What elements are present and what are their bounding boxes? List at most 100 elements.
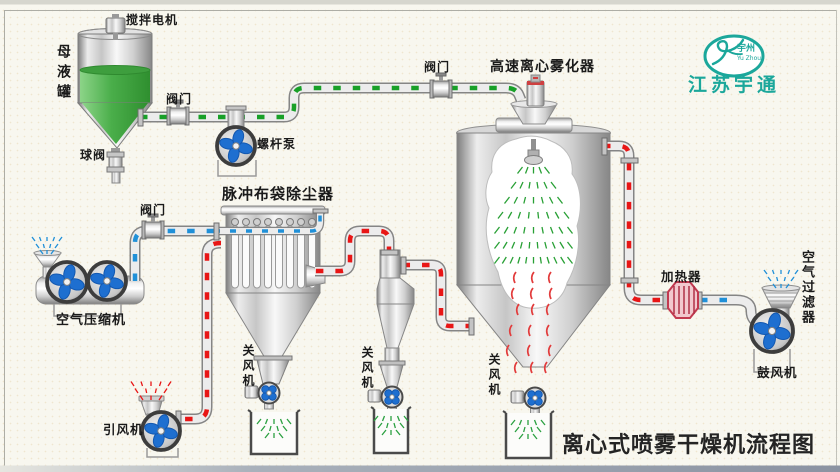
bag-cap <box>231 218 239 226</box>
dried-particle-streak <box>545 324 550 337</box>
bag-cap <box>242 218 250 226</box>
droplet-spray <box>540 196 544 204</box>
air-intake-spray <box>772 283 777 289</box>
pipe-valves <box>141 72 453 240</box>
powder-spray <box>536 426 542 433</box>
droplet-spray <box>543 181 548 189</box>
filter-bag <box>286 225 294 289</box>
stir-shaft <box>113 33 118 40</box>
atomizer-motor-tip <box>533 77 538 79</box>
stir-motor-body <box>105 17 126 34</box>
exhaust-spray <box>140 381 144 387</box>
dried-particle-streak <box>547 271 552 284</box>
rotary-valve <box>367 385 404 414</box>
dried-particle-streak <box>513 361 518 374</box>
droplet-spray <box>559 241 565 249</box>
powder-spray <box>530 426 533 433</box>
rv-hub <box>266 390 272 396</box>
air-intake-spray <box>790 276 795 282</box>
droplet-spray <box>537 211 540 219</box>
air-intake-spray <box>49 243 52 249</box>
droplet-spray <box>519 181 524 189</box>
fan-hub <box>103 277 111 285</box>
cyclone-hopper-flange <box>378 360 406 366</box>
air-intake-spray <box>58 236 63 242</box>
stir-motor-label: 搅拌电机 <box>126 13 179 27</box>
flange <box>468 317 475 336</box>
filter-bag <box>253 225 261 289</box>
bin-rim <box>502 410 507 414</box>
droplet-spray <box>503 226 509 234</box>
powder-spray <box>286 418 292 425</box>
exhaust-pipe-flow-dashes <box>178 240 222 422</box>
dried-particle-streak <box>515 303 520 316</box>
logo-badge-en: Yu Zhou <box>737 55 762 62</box>
valve-label-atomizer: 阀门 <box>424 60 451 74</box>
ball-valve-flange-top <box>106 151 125 158</box>
air-filter-label: 空气过滤器 <box>799 250 814 325</box>
feed-pipe-outer <box>140 82 527 123</box>
dried-particle-streak <box>545 303 550 316</box>
hot-air-pipe-flow-dashes <box>603 143 666 303</box>
powder-spray <box>381 429 387 436</box>
filter-bag <box>242 225 250 289</box>
valve-handle <box>147 213 159 218</box>
hot-air-pipe-outer <box>603 140 666 306</box>
droplet-spray <box>517 256 521 264</box>
induced-fan-label: 引风机 <box>103 422 144 437</box>
fan-hub <box>63 278 71 286</box>
droplet-spray <box>563 211 570 219</box>
pipes <box>129 82 763 425</box>
air-intake-spray <box>39 249 44 255</box>
exhaust-spray <box>154 388 157 394</box>
air-intake-spray <box>776 276 779 282</box>
droplet-spray <box>558 226 564 234</box>
droplet-spray <box>493 241 501 249</box>
compressor-base <box>53 304 122 317</box>
droplet-spray <box>551 241 556 249</box>
droplet-spray <box>517 211 522 219</box>
fans <box>45 125 795 452</box>
exhaust-spray <box>167 381 172 387</box>
rotary-valve-label-collector: 关风机 <box>241 344 255 389</box>
screw-pump-wheel <box>215 125 257 167</box>
air-intake-spray <box>50 249 55 255</box>
heater-unit <box>667 281 699 319</box>
rv-motor <box>367 389 382 403</box>
powder-spray <box>540 419 546 426</box>
bin-rim <box>296 409 301 413</box>
air-intake-spray <box>54 243 59 249</box>
droplet-spray <box>524 166 529 174</box>
valve-label-air: 阀门 <box>140 203 167 217</box>
exhaust-spray <box>145 388 148 394</box>
powder-spray <box>399 422 405 429</box>
rv-hub <box>389 394 395 400</box>
fan-pedestal <box>146 448 179 458</box>
droplet-spray <box>513 226 518 234</box>
powder-spray <box>269 425 272 432</box>
air-intake-spray <box>38 236 42 242</box>
tower-window <box>485 135 581 309</box>
fan-hub <box>232 142 240 150</box>
powder-spray <box>279 418 284 425</box>
droplet-spray <box>543 166 551 174</box>
logo-swoosh-icon <box>711 38 745 66</box>
dried-particle-streak <box>530 271 535 284</box>
gate-valve <box>141 213 165 240</box>
powder-spray <box>256 418 262 425</box>
bin-rim <box>247 409 252 413</box>
tank-cone-liquid <box>82 103 148 144</box>
droplet-spray <box>560 256 566 264</box>
droplet-spray <box>497 211 504 219</box>
powder-spray <box>514 426 520 433</box>
logo-ellipse <box>703 34 765 78</box>
valve-body <box>432 80 450 98</box>
droplet-spray <box>539 256 542 264</box>
droplet-spray <box>525 256 528 264</box>
flange <box>213 222 220 241</box>
rotary-valves <box>244 381 547 415</box>
dried-particle-streak <box>512 271 517 284</box>
collection-bins <box>247 406 555 460</box>
